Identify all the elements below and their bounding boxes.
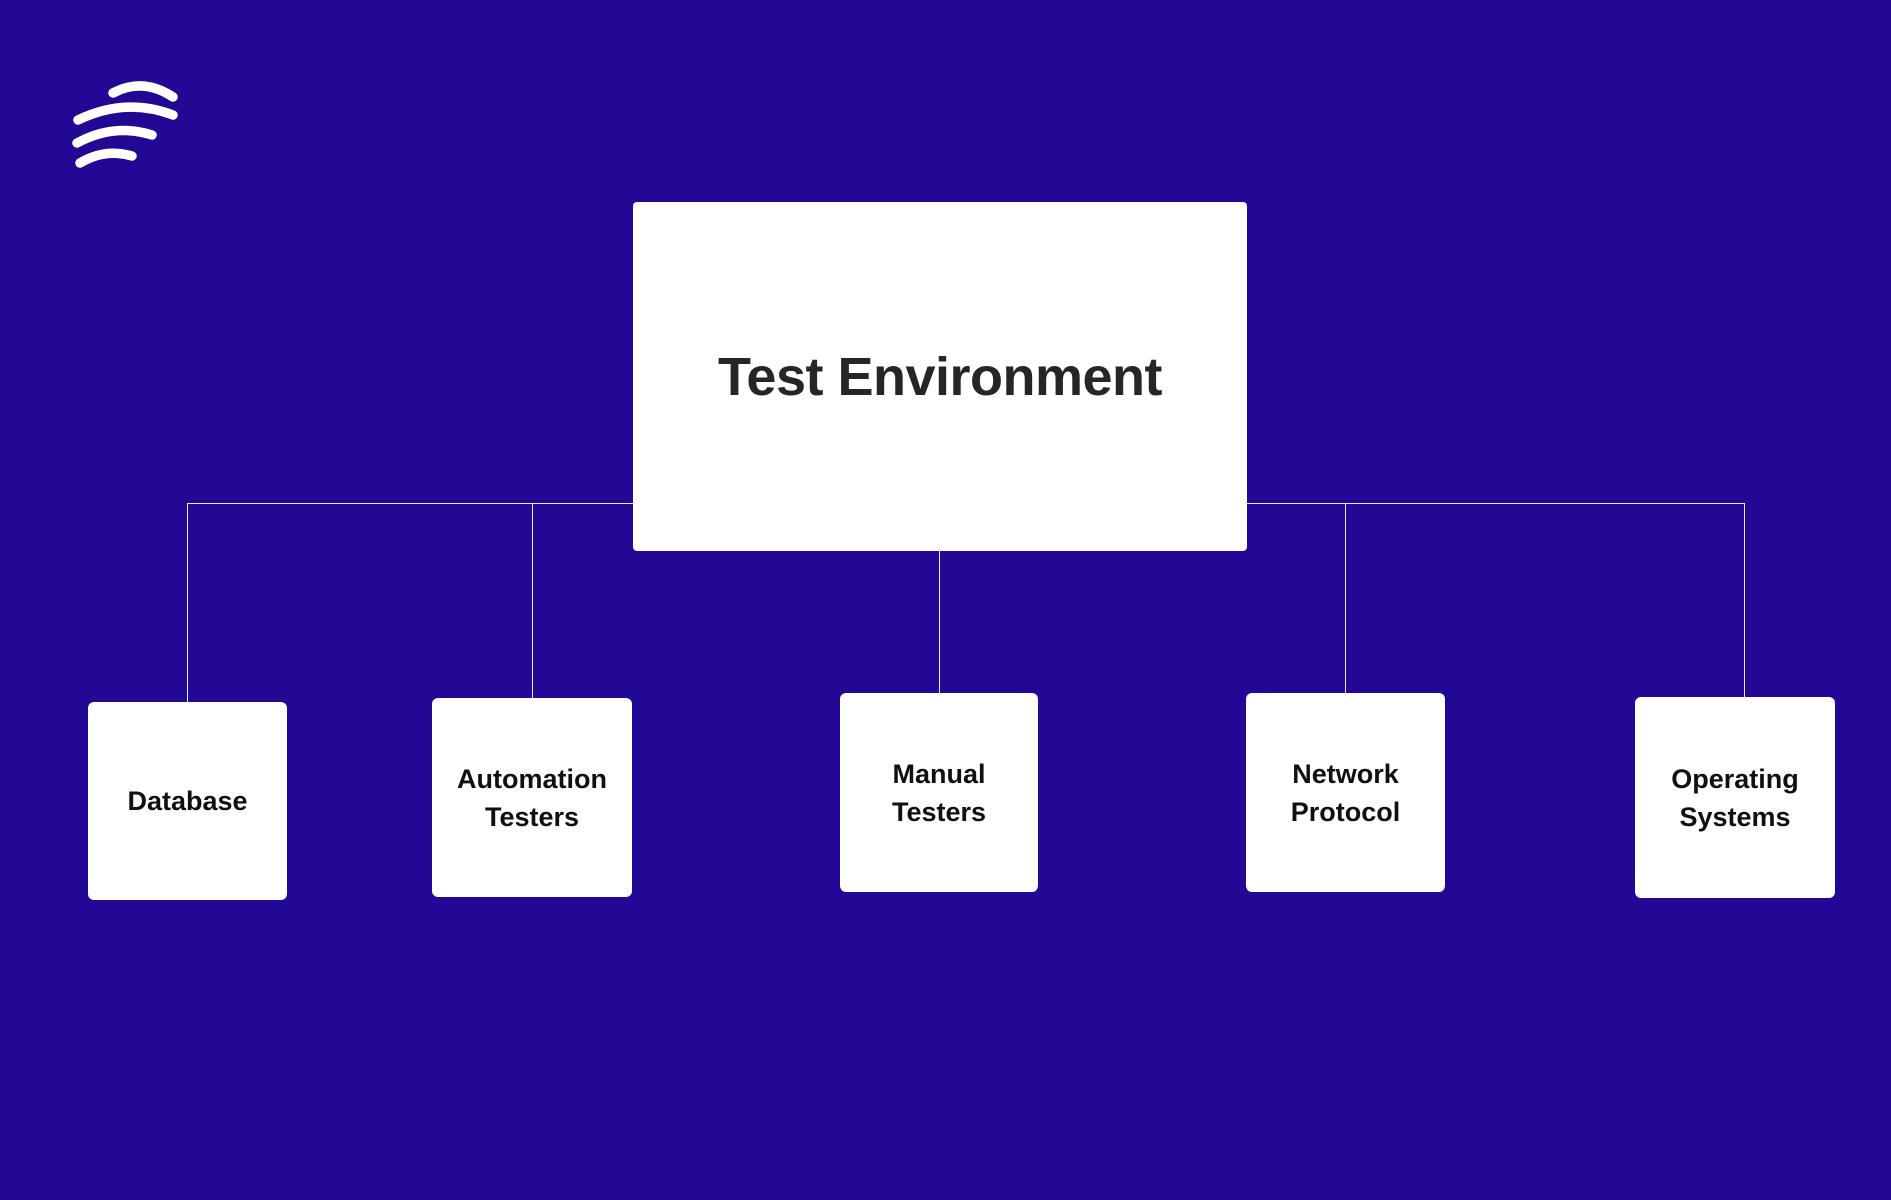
logo-arc-2 xyxy=(73,102,178,125)
connector-database xyxy=(187,503,188,702)
connector-automation-testers xyxy=(532,503,533,698)
node-test-environment: Test Environment xyxy=(633,202,1247,551)
arc-waves-logo-icon xyxy=(72,81,178,168)
node-manual-testers: Manual Testers xyxy=(840,693,1038,892)
node-operating-systems: Operating Systems xyxy=(1635,697,1835,898)
logo-arc-3 xyxy=(72,125,157,148)
logo-arc-1 xyxy=(108,81,178,102)
node-manual-testers-label: Manual Testers xyxy=(891,758,987,827)
node-operating-systems-label: Operating Systems xyxy=(1671,763,1799,832)
node-automation-testers-label: Automation Testers xyxy=(457,763,607,832)
connector-manual-testers xyxy=(939,503,940,693)
node-network-protocol: Network Protocol xyxy=(1246,693,1445,892)
connector-network-protocol xyxy=(1345,503,1346,693)
node-network-protocol-label: Network Protocol xyxy=(1290,758,1401,827)
node-database-label: Database xyxy=(127,786,248,816)
connector-operating-systems xyxy=(1744,503,1745,697)
node-test-environment-label: Test Environment xyxy=(717,346,1163,407)
node-database: Database xyxy=(88,702,287,900)
logo-arc-4 xyxy=(75,148,137,168)
node-automation-testers: Automation Testers xyxy=(432,698,632,897)
